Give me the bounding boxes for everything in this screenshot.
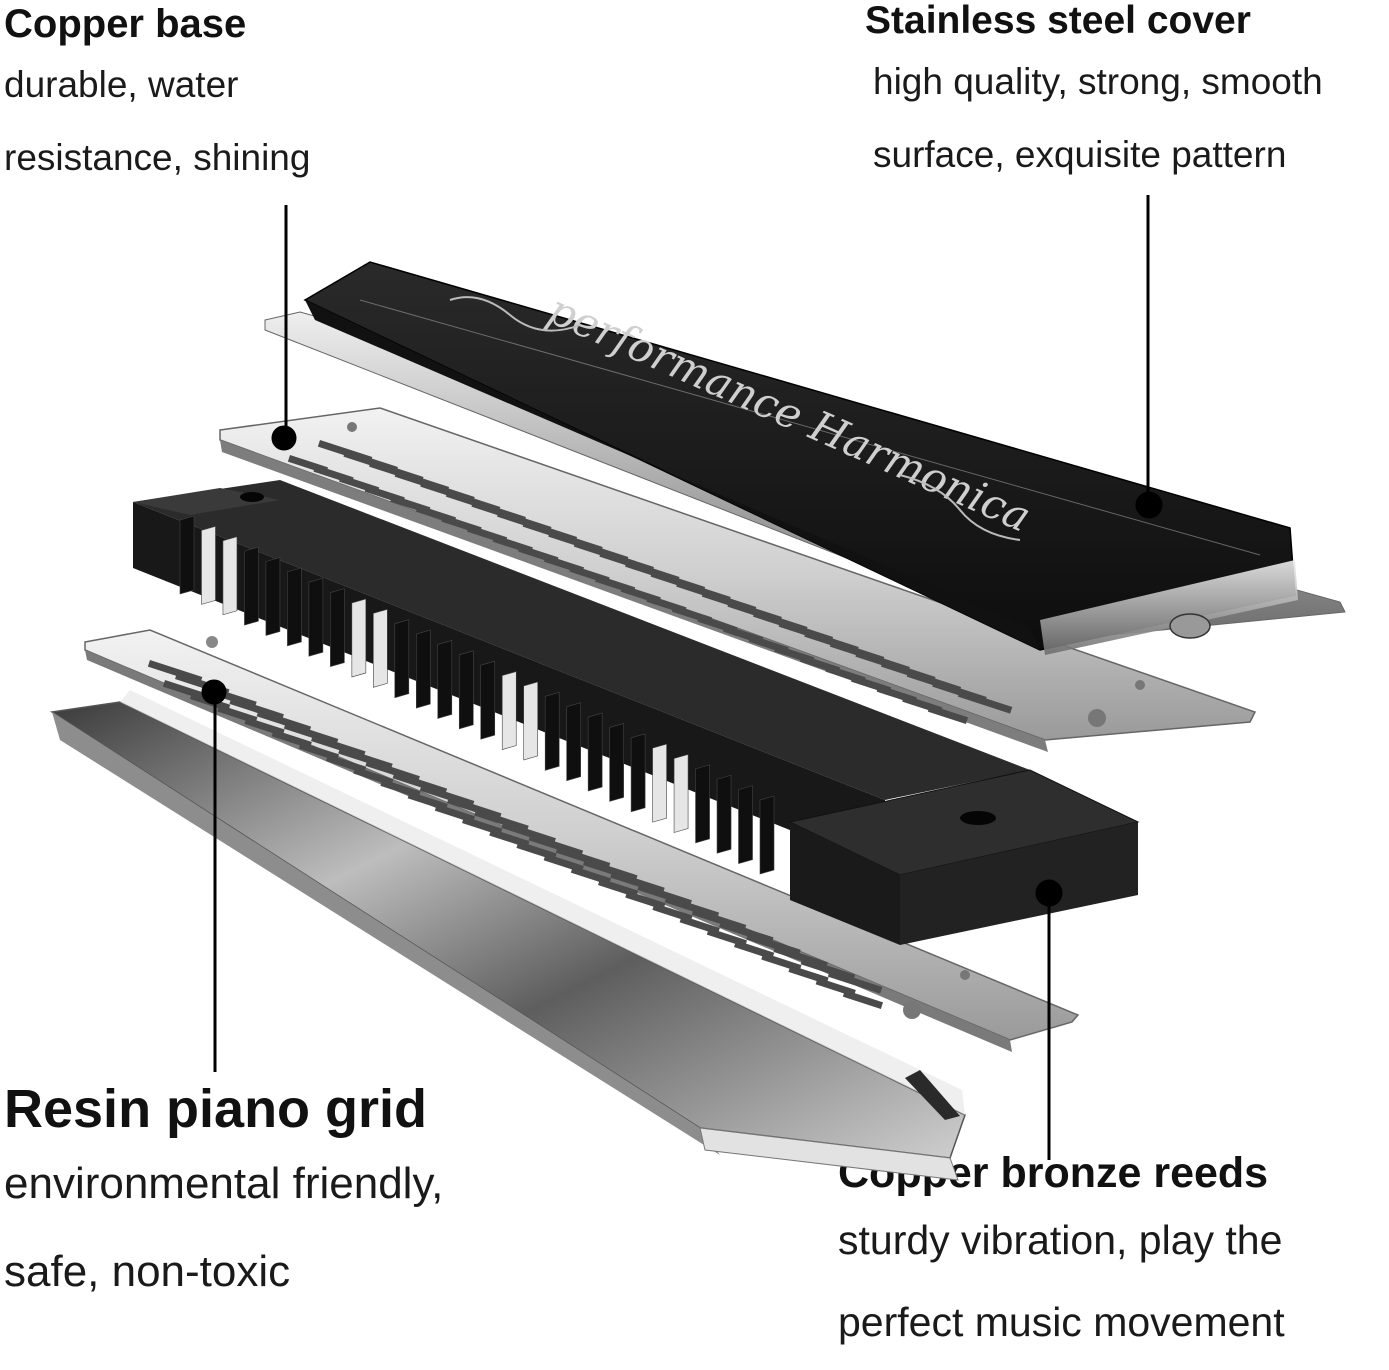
bottom-cover-tray (49, 690, 966, 1181)
comb-tooth (695, 764, 710, 844)
resin-grid-marker (201, 679, 227, 705)
comb-teeth (179, 515, 775, 875)
bronze-reeds-line-1: sturdy vibration, play the (838, 1217, 1283, 1264)
steel-cover-description: high quality, strong, smooth surface, ex… (873, 45, 1323, 191)
comb-tooth (566, 702, 581, 782)
comb-tooth (330, 588, 345, 667)
steel-cover-title: Stainless steel cover (865, 0, 1251, 42)
resin-comb (133, 480, 1140, 945)
comb-divider-white (351, 598, 367, 678)
bronze-reeds-marker (1035, 879, 1063, 907)
comb-tooth (759, 795, 775, 875)
leader-lines (201, 195, 1163, 1160)
bronze-reeds-line-2: perfect music movement (838, 1299, 1285, 1346)
comb-tooth (287, 567, 302, 647)
comb-tooth (244, 546, 259, 626)
comb-divider-white (673, 754, 689, 833)
comb-tooth (716, 774, 732, 854)
resin-grid-label: Resin piano grid environmental friendly,… (4, 1078, 443, 1316)
comb-divider-white (201, 525, 216, 605)
comb-tooth (437, 640, 453, 719)
lower-plate-slots (147, 660, 884, 1010)
steel-cover-label: Stainless steel cover high quality, stro… (865, 0, 1323, 191)
screw-icon (1169, 613, 1211, 639)
copper-base-line-2: resistance, shining (4, 137, 311, 178)
steel-cover-marker (1135, 491, 1163, 519)
comb-tooth (415, 629, 431, 709)
reed-slot (827, 970, 883, 994)
steel-cover-line-2: surface, exquisite pattern (873, 133, 1287, 175)
comb-tooth (587, 712, 603, 792)
comb-divider-white (501, 671, 517, 750)
resin-grid-title: Resin piano grid (4, 1079, 428, 1139)
copper-base-line-1: durable, water (4, 64, 239, 105)
copper-base-description: durable, water resistance, shining (4, 48, 310, 194)
comb-tooth (480, 660, 496, 740)
resin-grid-description: environmental friendly, safe, non-toxic (4, 1140, 443, 1316)
comb-tooth (308, 577, 324, 657)
lower-reed-plate (84, 629, 1080, 1052)
steel-cover-line-1: high quality, strong, smooth (873, 60, 1323, 102)
comb-divider-white (373, 608, 388, 688)
comb-tooth (630, 733, 646, 813)
comb-tooth (179, 515, 195, 595)
comb-tooth (265, 557, 281, 636)
comb-divider-white (652, 743, 667, 823)
copper-base-title: Copper base (4, 2, 247, 46)
comb-divider-white (222, 536, 238, 616)
reed-slot (957, 690, 1013, 714)
comb-tooth (738, 785, 753, 865)
reed-slot (927, 704, 969, 725)
comb-tooth (609, 723, 624, 802)
bronze-reeds-description: sturdy vibration, play the perfect music… (838, 1199, 1285, 1363)
copper-base-label: Copper base durable, water resistance, s… (4, 2, 310, 194)
reed-slot (842, 990, 884, 1010)
resin-grid-line-2: safe, non-toxic (4, 1247, 291, 1297)
comb-tooth (394, 619, 410, 699)
comb-tooth (458, 650, 474, 730)
upper-plate-slots (287, 439, 1013, 725)
comb-tooth (544, 691, 560, 771)
copper-base-marker (271, 425, 297, 451)
comb-divider-white (523, 681, 539, 761)
upper-reed-plate (219, 407, 1257, 752)
resin-grid-line-1: environmental friendly, (4, 1159, 444, 1209)
